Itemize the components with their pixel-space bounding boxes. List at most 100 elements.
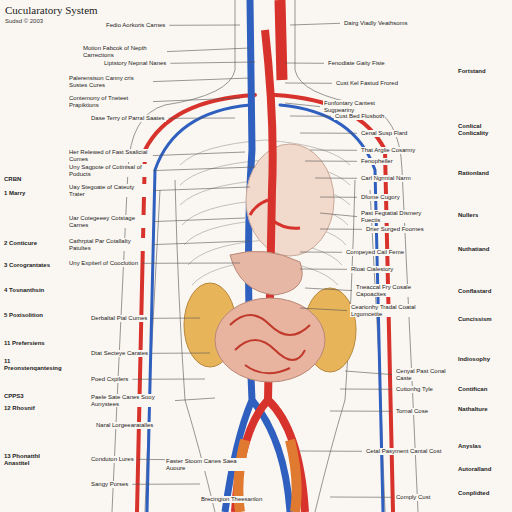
leader-line [167, 48, 250, 52]
sidebar-heading: Cuncissism [458, 316, 508, 323]
part-label: Dfome Cugory [360, 194, 401, 201]
part-label: Paele Sate Canes Sooy Aunystees [90, 394, 172, 407]
sidebar-heading: Anyslas [458, 443, 508, 450]
part-label: Dtat Secteye Carates [90, 350, 149, 357]
leader-line [300, 133, 357, 134]
leader-line [300, 252, 342, 253]
legend-item: CPPS3 [4, 393, 64, 400]
part-label: Fenopheller [360, 158, 394, 165]
subtitle: Sudsd © 2003 [5, 18, 43, 25]
part-label: Her Relewed of Fast Ssalicial Cumes [68, 149, 150, 162]
legend-item: 3 Corograntates [4, 262, 64, 269]
part-label: Poed Cxpilers [90, 376, 129, 383]
sidebar-heading: Nuthatiand [458, 246, 508, 253]
part-label: Fenodiate Gaity Fisie [327, 60, 386, 67]
part-label: Tornal Cose [395, 408, 429, 415]
part-label: Naral Lorgeearatalles [95, 422, 154, 429]
leader-line [330, 411, 392, 412]
legend-item: CRBN [4, 176, 64, 183]
part-label: Motion Fabcok of Nepth Carrections [82, 45, 164, 58]
part-label: Tneaccal Fry Cosale Capoacites [355, 284, 437, 297]
intestines [215, 298, 325, 382]
leader-line [290, 23, 340, 25]
sidebar-heading: Conflastard [458, 288, 508, 295]
part-label: Cust Kel Fastud Frored [335, 80, 399, 87]
leader-line [153, 241, 250, 245]
part-label: Brecingion Theesanlon [200, 496, 263, 503]
leader-line [153, 78, 250, 82]
leader-line [320, 197, 357, 198]
part-label: Drier Surged Foornes [365, 226, 425, 233]
part-label: Cearionhy Tradal Coatal Lrgomcetite [350, 304, 432, 317]
part-label: Carl Ngrmial Narm [360, 175, 412, 182]
sidebar-heading: Conplidted [458, 490, 508, 497]
sidebar-heading: Nullers [458, 212, 508, 219]
sidebar-heading: Indiosophy [458, 356, 508, 363]
carotid-artery [280, 0, 282, 80]
part-label: Contemony of Tneteet Prapiktions [68, 95, 150, 108]
leader-line [142, 263, 240, 264]
leader-line [305, 288, 352, 291]
legend-item: 5 Poxisolition [4, 312, 64, 319]
sidebar-heading: Fortstand [458, 68, 508, 75]
part-label: Compeyed Cail Feme [345, 249, 405, 256]
part-label: Sangy Porses [90, 481, 129, 488]
part-label: Cust Bed Flusboth [334, 113, 385, 120]
leader-line [310, 150, 357, 151]
part-label: That Arglie Cosarmy [360, 147, 416, 154]
leader-line [169, 25, 240, 26]
part-label: Dase Terry of Parral Saates [90, 115, 166, 122]
leader-line [285, 83, 332, 84]
stomach [230, 251, 302, 295]
part-label: Rloat Cialestory [350, 266, 394, 273]
part-label: Cetal Pasyment Cantal Cost [365, 448, 442, 455]
leader-line [169, 118, 235, 119]
leader-line [132, 484, 200, 485]
coronary-artery [250, 200, 300, 228]
leader-line [153, 152, 245, 156]
sidebar-heading: Contifican [458, 386, 508, 393]
legend-item: 2 Conticure [4, 240, 64, 247]
part-label: Uny Expiterl of Cooclution [68, 260, 139, 267]
leader-line [330, 497, 392, 498]
part-label: Cenal Susp Flard [360, 130, 408, 137]
leader-line [153, 187, 250, 191]
leader-line [170, 62, 255, 63]
part-label: Faster Stoom Canes Saea Auoure [165, 458, 247, 471]
legend-item: 12 Rhosnif [4, 405, 64, 412]
leader-line [320, 213, 357, 217]
sidebar-heading: Conlical Conlicality [458, 123, 508, 136]
leader-line [152, 353, 210, 354]
legend-item: 11 Preonstenqantesing [4, 358, 64, 371]
leader-line [153, 167, 255, 171]
sidebar-heading: Rationland [458, 170, 508, 177]
part-label: Uay Stegoate of Cateuty Trater [68, 184, 150, 197]
leader-line [300, 451, 362, 452]
part-label: Cenyal Past Conal Caste [395, 368, 454, 381]
part-label: Comply Cust [395, 494, 431, 501]
diagram-title: Cucularatory System [5, 4, 98, 16]
part-label: Palerensison Canny cris Sustes Cures [68, 75, 150, 88]
part-label: Dairg Viadly Veathsoms [343, 20, 409, 27]
leader-line [175, 398, 215, 401]
part-label: Past Fegtatial Dismery Fuectis [360, 210, 442, 223]
sidebar-heading: Nathalture [458, 406, 508, 413]
part-label: Fonfontary Cantest Sugpeariny [323, 100, 405, 113]
leader-line [151, 318, 200, 319]
part-label: Derbaltal Pial Cumes [90, 315, 148, 322]
legend-item: 13 Phonatthl Anastitel [4, 453, 64, 466]
part-label: Conduton Lures [90, 456, 135, 463]
leader-line [132, 379, 205, 380]
leader-line [290, 116, 331, 117]
leader-line [300, 308, 347, 311]
leader-line [345, 371, 392, 375]
sidebar-heading: Autoralland [458, 466, 508, 473]
legend-item: 11 Prefersiens [4, 340, 64, 347]
leader-line [300, 269, 347, 270]
part-label: Cathrptal Par Cotallalty Patultes [68, 238, 150, 251]
body-outline [112, 0, 418, 512]
leader-line [305, 161, 357, 162]
leader-line [153, 218, 245, 222]
leader-line [315, 178, 357, 179]
